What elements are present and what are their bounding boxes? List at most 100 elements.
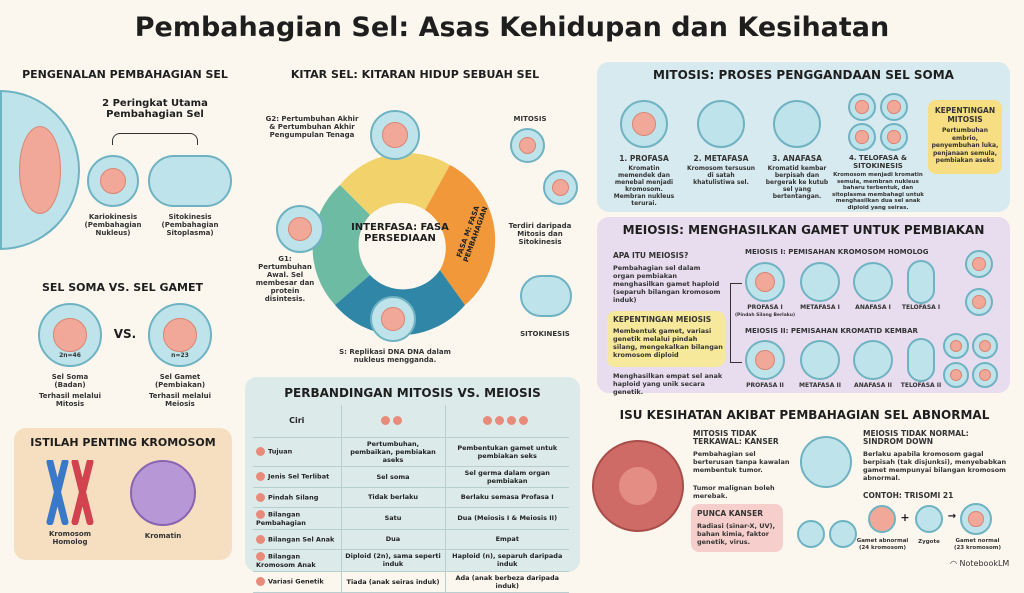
prophase-cell	[620, 100, 668, 148]
arrow-icon: →	[947, 511, 957, 522]
gamete-cell	[943, 362, 969, 388]
meiosis-result: Menghasilkan empat sel anak haploid yang…	[613, 372, 723, 396]
telofasa-desc: Kromosom menjadi kromatin semula, membra…	[832, 172, 924, 211]
gamete-cell	[965, 288, 993, 316]
zygote-label: Zygote	[918, 539, 940, 545]
m1-note: (Pindah Silang Berlaku)	[734, 313, 796, 318]
cytokinesis-cell	[148, 155, 232, 207]
soma-count: 2n=46	[59, 352, 81, 359]
m1-stage: METAFASA I	[800, 304, 840, 311]
intro-subheading: 2 Peringkat Utama Pembahagian Sel	[102, 98, 208, 120]
target-icon	[256, 447, 265, 456]
mitosis-cell-2	[543, 170, 578, 205]
mitosis-heading: MITOSIS: PROSES PENGGANDAAN SEL SOMA	[653, 68, 954, 82]
cancer-text: Pembahagian sel berterusan tanpa kawalan…	[693, 450, 790, 474]
down-heading: MEIOSIS TIDAK NORMAL: SINDROM DOWN	[863, 429, 969, 446]
mitosis-label: MITOSIS	[513, 115, 547, 123]
health-heading: ISU KESIHATAN AKIBAT PEMBAHAGIAN SEL ABN…	[619, 408, 990, 422]
meiosis-importance-heading: KEPENTINGAN MEIOSIS	[613, 315, 712, 324]
sitokinesis-label: SITOKINESIS	[520, 330, 570, 338]
cytokinesis-label: Sitokinesis (Pembahagian Sitoplasma)	[161, 213, 219, 237]
soma-note: Terhasil melalui Mitosis	[38, 392, 102, 408]
meiosis-importance-text: Membentuk gamet, variasi genetik melalui…	[613, 327, 723, 359]
gamet-cell	[148, 303, 212, 367]
col-header-ciri: Ciri	[253, 405, 342, 438]
comparison-heading: PERBANDINGAN MITOSIS VS. MEIOSIS	[284, 386, 541, 400]
telophase-cell	[880, 123, 908, 151]
metafase1-cell	[800, 262, 840, 302]
anafasa-name: 3. ANAFASA	[772, 154, 822, 163]
m1-stage: ANAFASA I	[855, 304, 891, 311]
chromatin-icon	[130, 460, 196, 526]
page-title: Pembahagian Sel: Asas Kehidupan dan Kesi…	[134, 12, 890, 43]
gamet-note: Terhasil melalui Meiosis	[148, 392, 212, 408]
gamete-cell	[943, 333, 969, 359]
cycle-heading: KITAR SEL: KITARAN HIDUP SEBUAH SEL	[290, 68, 540, 81]
meiosis-what-text: Pembahagian sel dalam organ pembiakan me…	[613, 264, 721, 304]
m1-stage: PROFASA I	[747, 304, 783, 311]
telophase-cell	[848, 93, 876, 121]
brand-logo: ◠ NotebookLM	[950, 559, 1010, 568]
m2-stage: PROFASA II	[746, 382, 784, 389]
telofase2-cell	[907, 338, 935, 382]
telophase-cell	[848, 123, 876, 151]
daughter-cell	[829, 520, 857, 548]
gamet-name: Sel Gamet (Pembiakan)	[154, 373, 206, 389]
cancer-heading: MITOSIS TIDAK TERKAWAL: KANSER	[693, 429, 779, 446]
istilah-heading: ISTILAH PENTING KROMOSOM	[30, 436, 216, 449]
g2-label: G2: Pertumbuhan Akhir & Pertumbuhan Akhi…	[265, 115, 359, 139]
s-label: S: Replikasi DNA DNA dalam nukleus mengg…	[339, 348, 451, 364]
down-text: Berlaku apabila kromosom gagal berpisah …	[863, 450, 1007, 482]
daughter-cell	[797, 520, 825, 548]
anafase2-cell	[853, 340, 893, 380]
brace	[112, 133, 198, 145]
mitosis-importance-box	[928, 100, 1002, 174]
chromosome-icon	[256, 551, 265, 561]
gamet-count: n=23	[171, 352, 189, 359]
m2-stage: METAFASA II	[799, 382, 841, 389]
intro-heading: PENGENALAN PEMBAHAGIAN SEL	[22, 68, 228, 81]
g2-segment	[340, 152, 450, 215]
homolog-label: Kromosom Homolog	[48, 530, 92, 546]
telofase1-cell	[907, 260, 935, 304]
meiosis-importance-box	[607, 311, 725, 367]
crossover-icon	[256, 492, 265, 502]
mitosis-importance-heading: KEPENTINGAN MITOSIS	[934, 106, 996, 124]
soma-gamet-heading: SEL SOMA VS. SEL GAMET	[41, 281, 204, 294]
soma-name: Sel Soma (Badan)	[51, 373, 89, 389]
meiosis2-heading: MEIOSIS II: PEMISAHAN KROMATID KEMBAR	[745, 327, 918, 335]
vs-label: VS.	[113, 327, 137, 341]
causes-box	[691, 504, 783, 552]
brand-name: NotebookLM	[959, 559, 1010, 568]
profase1-cell	[745, 262, 785, 302]
cancer-text2: Tumor malignan boleh merebak.	[693, 484, 775, 500]
normal-gamete-cell	[960, 503, 992, 535]
cell-cycle-diagram	[312, 152, 496, 336]
zygote-cell	[915, 505, 943, 533]
metaphase-cell	[697, 100, 745, 148]
g2-cell	[370, 110, 420, 160]
normal-gamete-label: Gamet normal (23 kromosom)	[953, 538, 1002, 551]
cytokinesis-cell-cycle	[520, 275, 572, 317]
meiosis-what-heading: APA ITU MEIOSIS?	[613, 251, 689, 260]
metafasa-desc: Kromosom tersusun di satah khatulistiwa …	[687, 165, 755, 186]
mitosis-importance-text: Pertumbuhan embrio, penyembuhan luka, pe…	[931, 127, 999, 164]
gamete-cell	[965, 250, 993, 278]
telofasa-name: 4. TELOFASA & SITOKINESIS	[848, 154, 908, 170]
anafase1-cell	[853, 262, 893, 302]
dna-icon	[256, 577, 265, 586]
gamete-cell	[972, 362, 998, 388]
abnormal-gamete-label: Gamet abnormal (24 kromosom)	[856, 538, 909, 551]
plus-sign: +	[900, 511, 910, 524]
profasa-desc: Kromatin memendek dan menebal menjadi kr…	[613, 165, 675, 207]
causes-text: Radiasi (sinar-X, UV), bahan kimia, fakt…	[697, 522, 775, 546]
m2-stage: ANAFASA II	[854, 382, 892, 389]
g1-segment	[312, 185, 370, 305]
